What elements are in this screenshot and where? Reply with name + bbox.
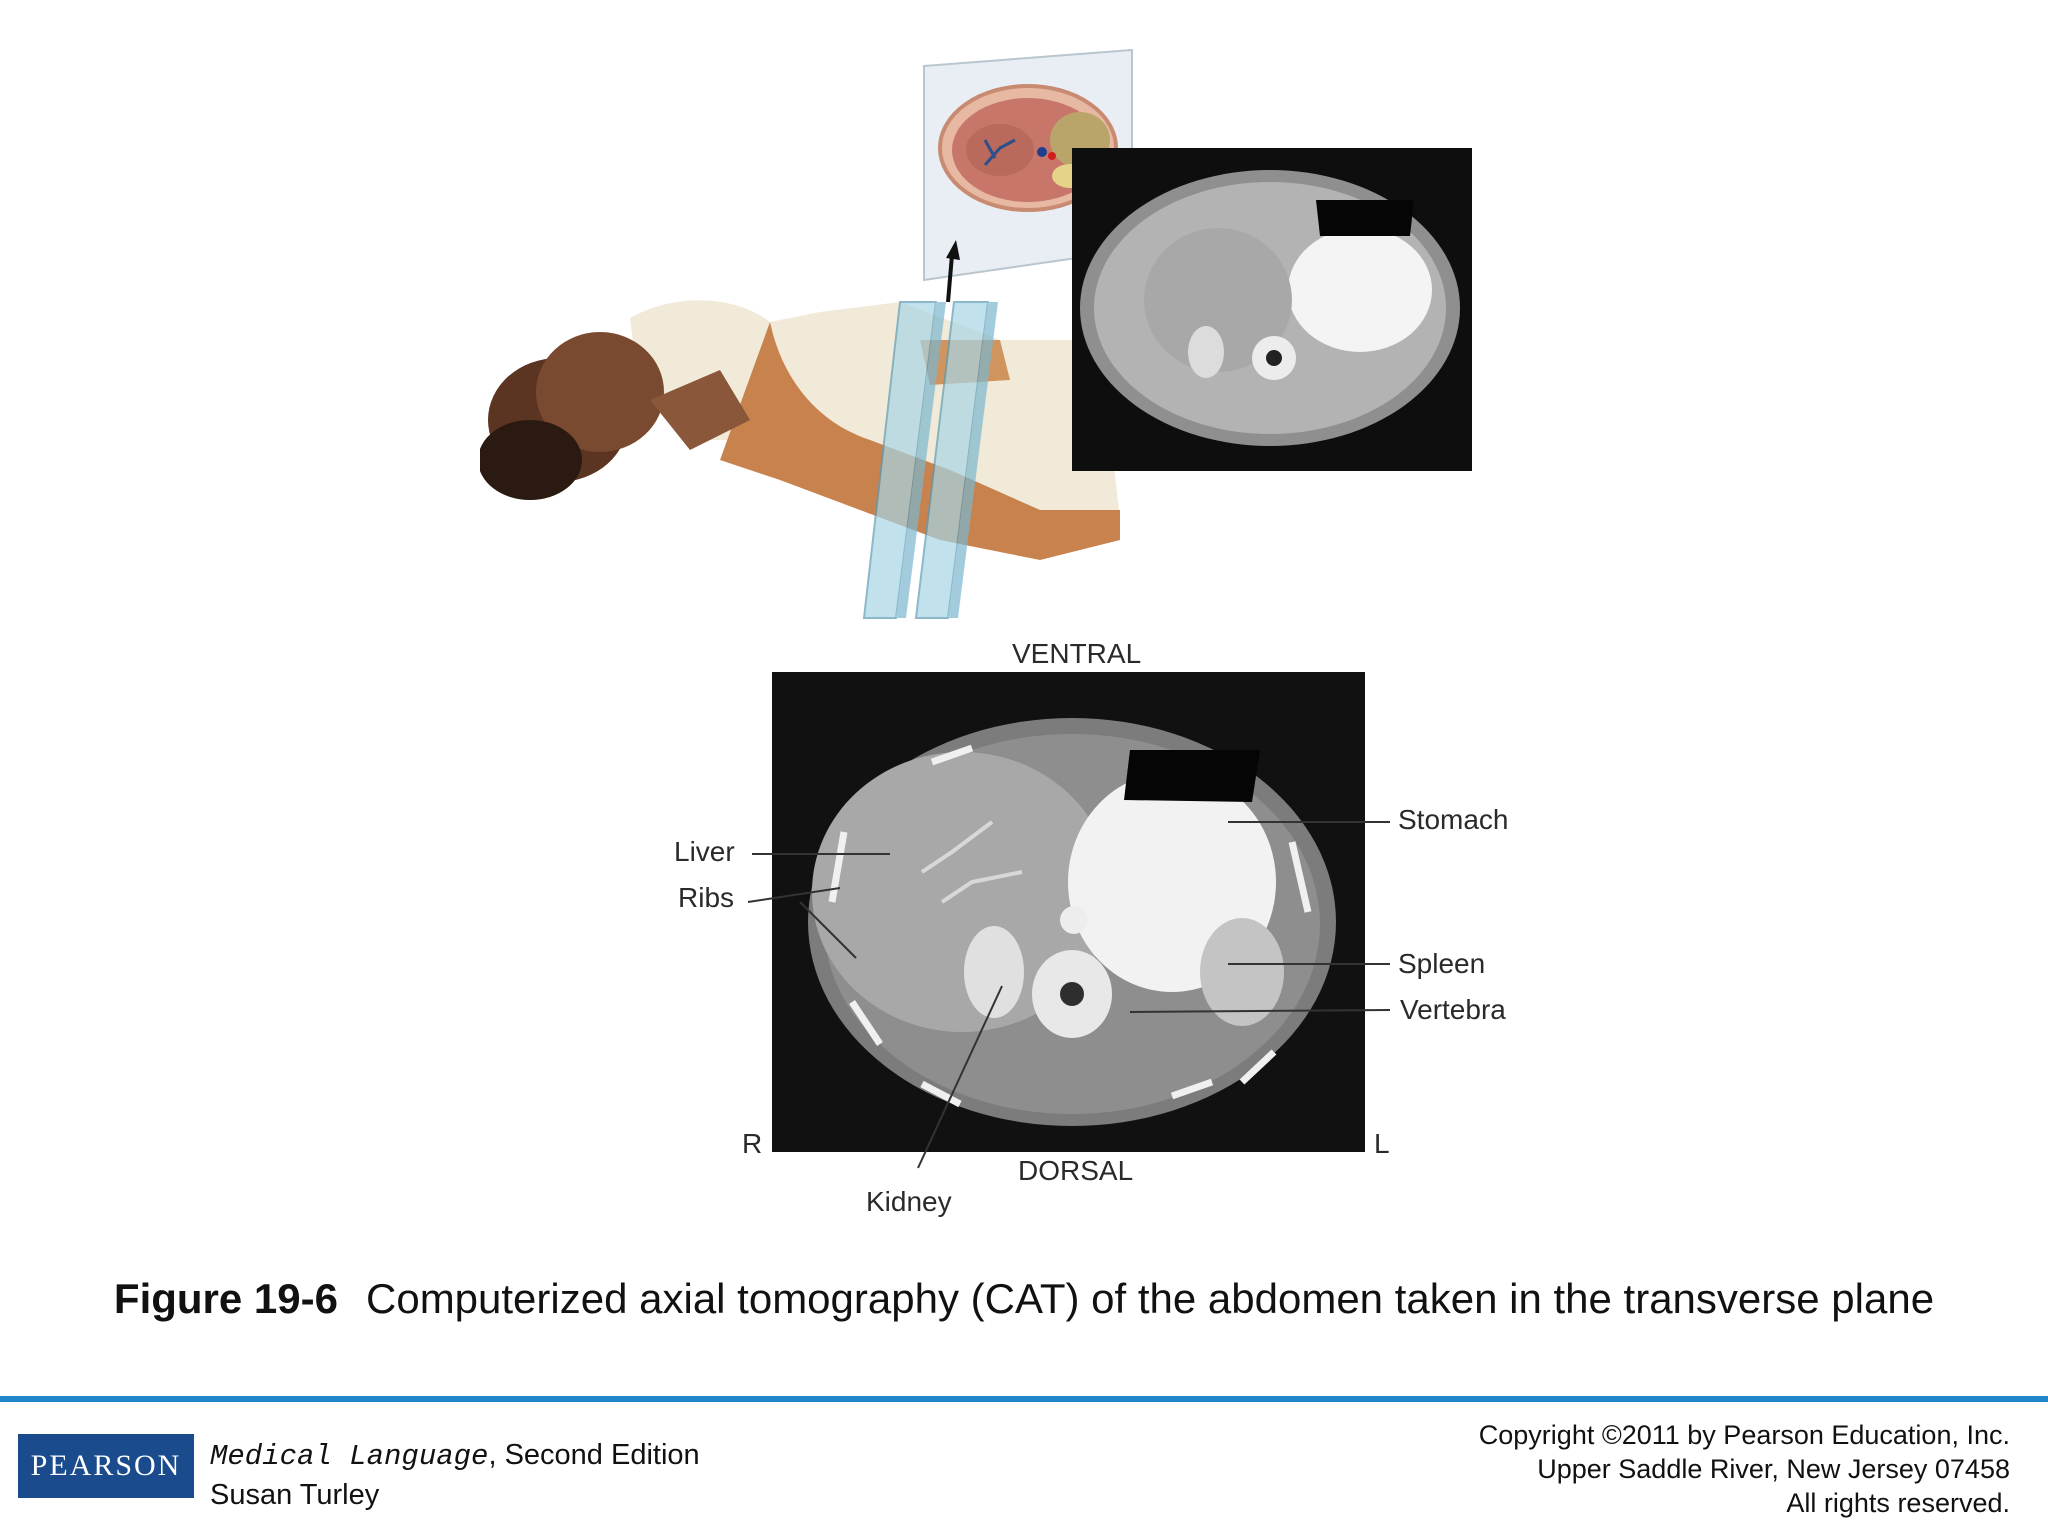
- ventral-label: VENTRAL: [1012, 638, 1142, 669]
- figure-caption: Figure 19-6 Computerized axial tomography…: [60, 1272, 1988, 1326]
- patient-figure: [480, 300, 1120, 560]
- right-side-label: R: [742, 1128, 763, 1159]
- transverse-scan-planes: [862, 301, 998, 619]
- copyright-notice: Copyright ©2011 by Pearson Education, In…: [1479, 1418, 2010, 1520]
- figure-caption-text: Computerized axial tomography (CAT) of t…: [366, 1275, 1935, 1322]
- inset-ct-image: [1072, 148, 1472, 471]
- book-author: Susan Turley: [210, 1479, 380, 1511]
- book-title: Medical Language: [210, 1440, 489, 1473]
- body-cross-section: [808, 718, 1336, 1126]
- book-edition: , Second Edition: [488, 1439, 700, 1471]
- copyright-line-3: All rights reserved.: [1786, 1488, 2010, 1518]
- ribs-label: Ribs: [678, 882, 735, 913]
- kidney-label: Kidney: [866, 1186, 952, 1217]
- ct-scan-image: [772, 672, 1365, 1152]
- dorsal-label: DORSAL: [1018, 1155, 1134, 1186]
- scan-direction-arrow: [946, 254, 954, 303]
- patient-scan-illustration: [480, 48, 1472, 619]
- book-info: Medical Language, Second Edition Susan T…: [210, 1436, 700, 1514]
- footer-rule: [0, 1396, 2048, 1402]
- left-side-label: L: [1374, 1128, 1390, 1159]
- copyright-line-1: Copyright ©2011 by Pearson Education, In…: [1478, 1420, 2010, 1450]
- liver-label: Liver: [674, 836, 735, 867]
- spleen-label: Spleen: [1398, 948, 1486, 979]
- stomach-label: Stomach: [1398, 804, 1509, 835]
- figure-number: Figure 19-6: [113, 1275, 338, 1322]
- vertebra-label: Vertebra: [1400, 994, 1506, 1025]
- pearson-logo: PEARSON: [18, 1434, 194, 1498]
- copyright-line-2: Upper Saddle River, New Jersey 07458: [1537, 1454, 2010, 1484]
